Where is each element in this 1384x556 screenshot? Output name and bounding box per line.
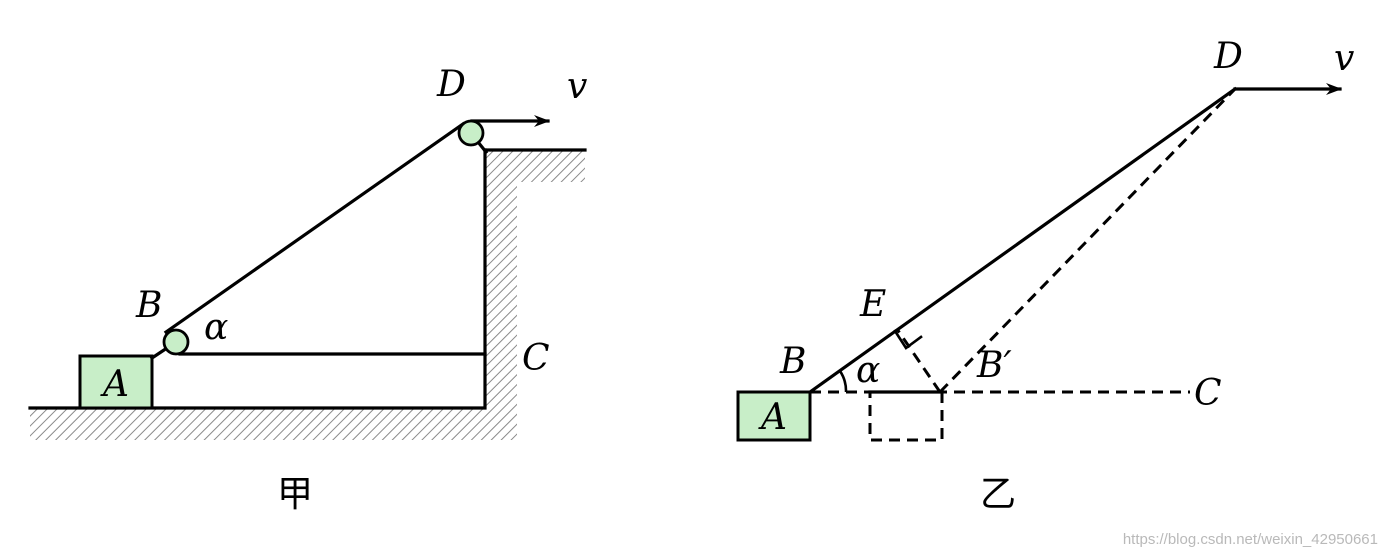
- pulley-d: [457, 119, 485, 147]
- figure-right: A B α E B′ C D v 乙: [736, 36, 1354, 515]
- block-a-label: A: [100, 364, 129, 405]
- label-v: v: [567, 66, 587, 107]
- block-a: [78, 354, 154, 410]
- label-alpha-right: α: [856, 350, 880, 391]
- dashed-line-bprime-to-d: [938, 87, 1237, 394]
- block-a-right-label: A: [758, 397, 787, 438]
- caption-right: 乙: [980, 474, 1016, 515]
- rope-b-to-d: [163, 121, 466, 335]
- rope-d-to-wall: [475, 139, 489, 155]
- label-d: D: [436, 64, 466, 105]
- label-b-prime: B′: [976, 345, 1012, 386]
- block-a-right: [736, 390, 812, 442]
- label-d-right: D: [1213, 36, 1243, 77]
- watermark: https://blog.csdn.net/weixin_42950661: [1123, 531, 1378, 548]
- label-c-right: C: [1194, 373, 1222, 414]
- dashed-block-position: [868, 390, 944, 442]
- label-alpha: α: [204, 307, 228, 348]
- caption-left: 甲: [277, 474, 313, 515]
- ground-outline: [28, 148, 487, 410]
- figure-left: A B α D v C 甲: [28, 64, 587, 515]
- pulley-b: [162, 328, 190, 356]
- ground-hatch: [30, 150, 585, 440]
- label-b-right: B: [779, 341, 806, 382]
- label-c: C: [522, 338, 550, 379]
- label-v-right: v: [1334, 38, 1354, 79]
- dashed-perpendicular-e: [895, 328, 942, 393]
- rope-b-to-d-right: [807, 86, 1238, 395]
- label-b: B: [135, 285, 162, 326]
- label-e: E: [859, 284, 886, 325]
- right-angle-mark: [893, 329, 923, 350]
- angle-arc-right: [838, 370, 848, 393]
